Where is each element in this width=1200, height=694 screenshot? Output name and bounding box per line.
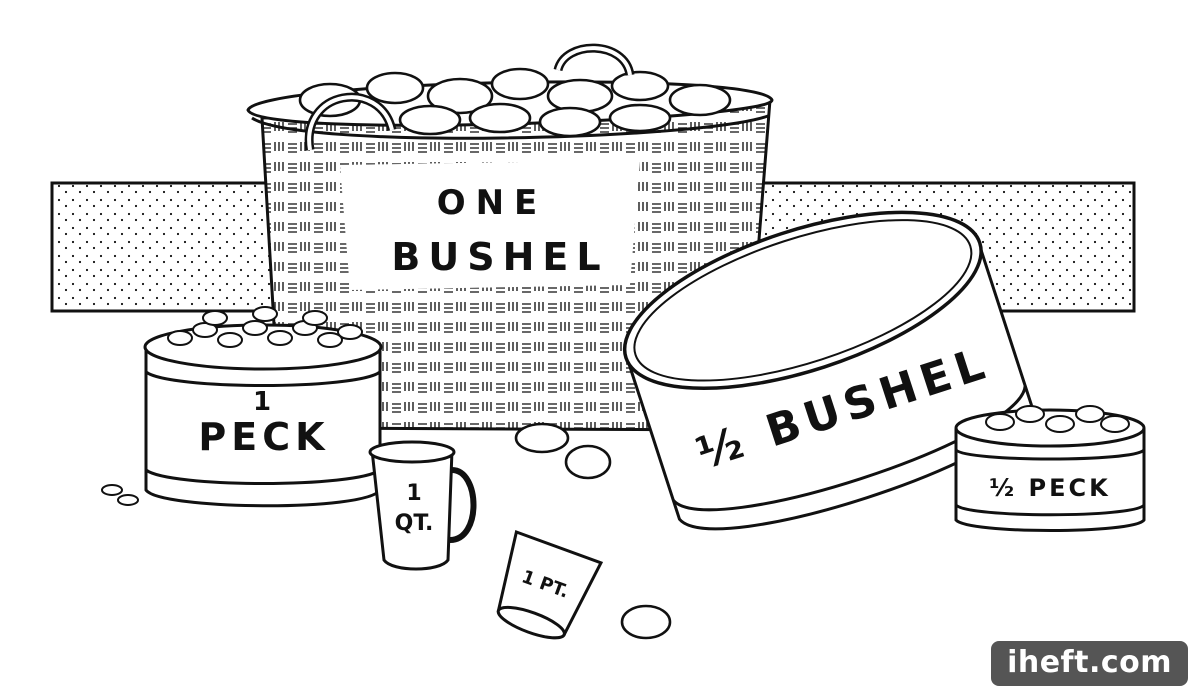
basket-label-one: ONE xyxy=(437,183,548,223)
pint-cup: 1 PT. xyxy=(496,530,604,640)
quart-pitcher: 1 QT. xyxy=(368,440,477,571)
peck-label-number: 1 xyxy=(253,387,271,417)
half-bushel-container: ½ BUSHEL xyxy=(622,210,1033,531)
watermark-badge: iheft.com xyxy=(991,641,1188,686)
half-peck-container: ½ PECK xyxy=(954,405,1146,532)
peck-label-word: PECK xyxy=(198,415,329,459)
quart-label-number: 1 xyxy=(406,481,421,506)
peck-container: 1 PECK xyxy=(143,306,383,508)
half-peck-label: ½ PECK xyxy=(989,474,1110,502)
basket-label-bushel: BUSHEL xyxy=(391,235,608,279)
quart-label-word: QT. xyxy=(395,511,434,536)
loose-potatoes xyxy=(514,422,672,640)
spilled-beans xyxy=(101,484,139,506)
